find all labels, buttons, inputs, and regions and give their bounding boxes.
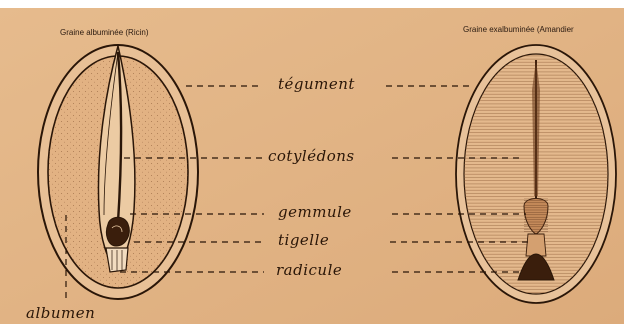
left-seed <box>38 45 200 300</box>
left-seed-caption: Graine albuminée (Ricin) <box>60 28 148 37</box>
label-tigelle: tigelle <box>278 231 329 249</box>
left-seed-gemmule <box>106 217 129 246</box>
label-tegument: tégument <box>278 75 355 93</box>
right-seed-tigelle <box>526 234 546 256</box>
label-albumen: albumen <box>26 304 95 322</box>
label-cotyledons: cotylédons <box>268 147 355 165</box>
label-gemmule: gemmule <box>278 203 352 221</box>
right-seed-caption: Graine exalbuminée (Amandier <box>463 25 574 34</box>
label-radicule: radicule <box>276 261 342 279</box>
